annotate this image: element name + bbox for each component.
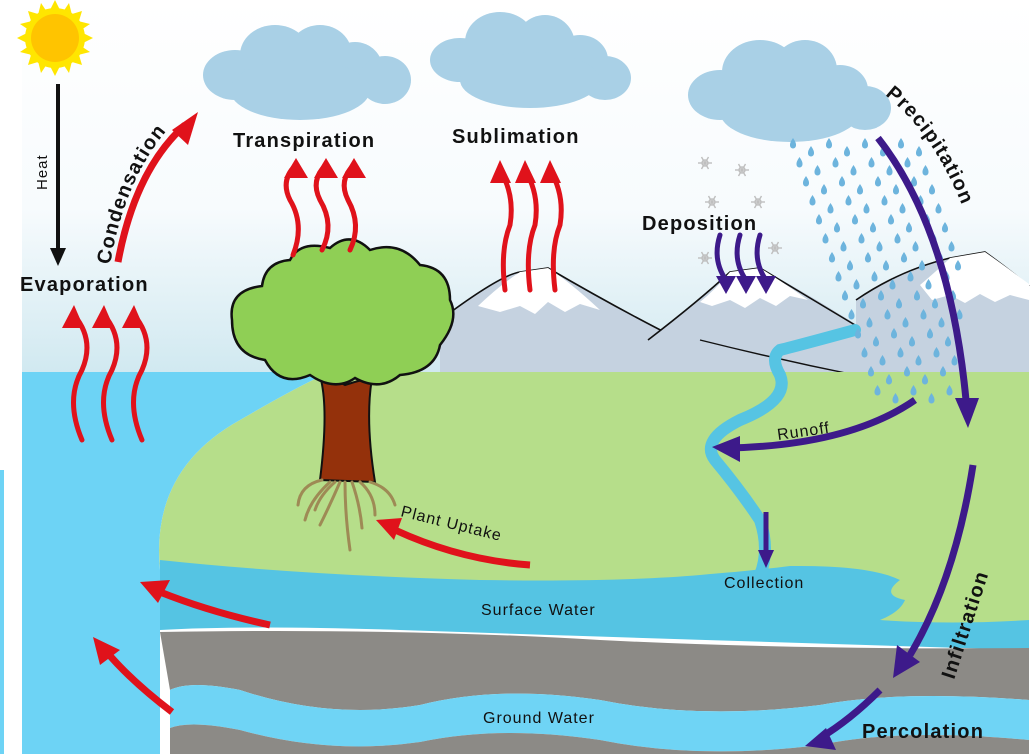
percolation-label: Percolation bbox=[862, 721, 984, 743]
runoff-arrow bbox=[712, 397, 917, 462]
deposition-label: Deposition bbox=[642, 213, 757, 235]
evaporation-arrowheads bbox=[62, 305, 144, 328]
ground-return-arrow bbox=[93, 637, 175, 715]
precipitation-arrow bbox=[875, 135, 979, 428]
river bbox=[704, 324, 861, 581]
ground-water bbox=[170, 685, 1029, 752]
sublimation-label: Sublimation bbox=[452, 126, 580, 148]
sun-icon bbox=[17, 0, 93, 76]
evaporation-label: Evaporation bbox=[20, 274, 149, 296]
tree-icon bbox=[230, 238, 455, 552]
heat-arrow bbox=[50, 84, 66, 266]
sublimation-arrowheads bbox=[490, 160, 561, 183]
collection-label: Collection bbox=[724, 575, 804, 592]
evaporation-arrows bbox=[71, 312, 150, 443]
cloud-icon bbox=[430, 12, 631, 108]
transpiration-label: Transpiration bbox=[233, 130, 375, 152]
collection-arrow bbox=[758, 512, 774, 568]
condensation-arrow bbox=[114, 112, 198, 263]
sea-edge bbox=[0, 470, 4, 754]
surface-return-arrow bbox=[140, 580, 271, 629]
rock-layer bbox=[160, 631, 1029, 712]
cloud-icon bbox=[203, 25, 411, 120]
percolation-arrow bbox=[805, 687, 883, 750]
surface-water bbox=[160, 560, 1029, 650]
heat-label: Heat bbox=[34, 154, 51, 190]
infiltration-arrow bbox=[893, 464, 977, 678]
plant-uptake-arrow bbox=[376, 518, 531, 569]
ground-water-label: Ground Water bbox=[483, 710, 595, 727]
deposition-arrowheads bbox=[716, 276, 776, 294]
sublimation-arrows bbox=[497, 167, 564, 293]
surface-water-label: Surface Water bbox=[481, 602, 596, 619]
transpiration-arrowheads bbox=[284, 158, 366, 178]
cloud-icon bbox=[688, 40, 891, 142]
